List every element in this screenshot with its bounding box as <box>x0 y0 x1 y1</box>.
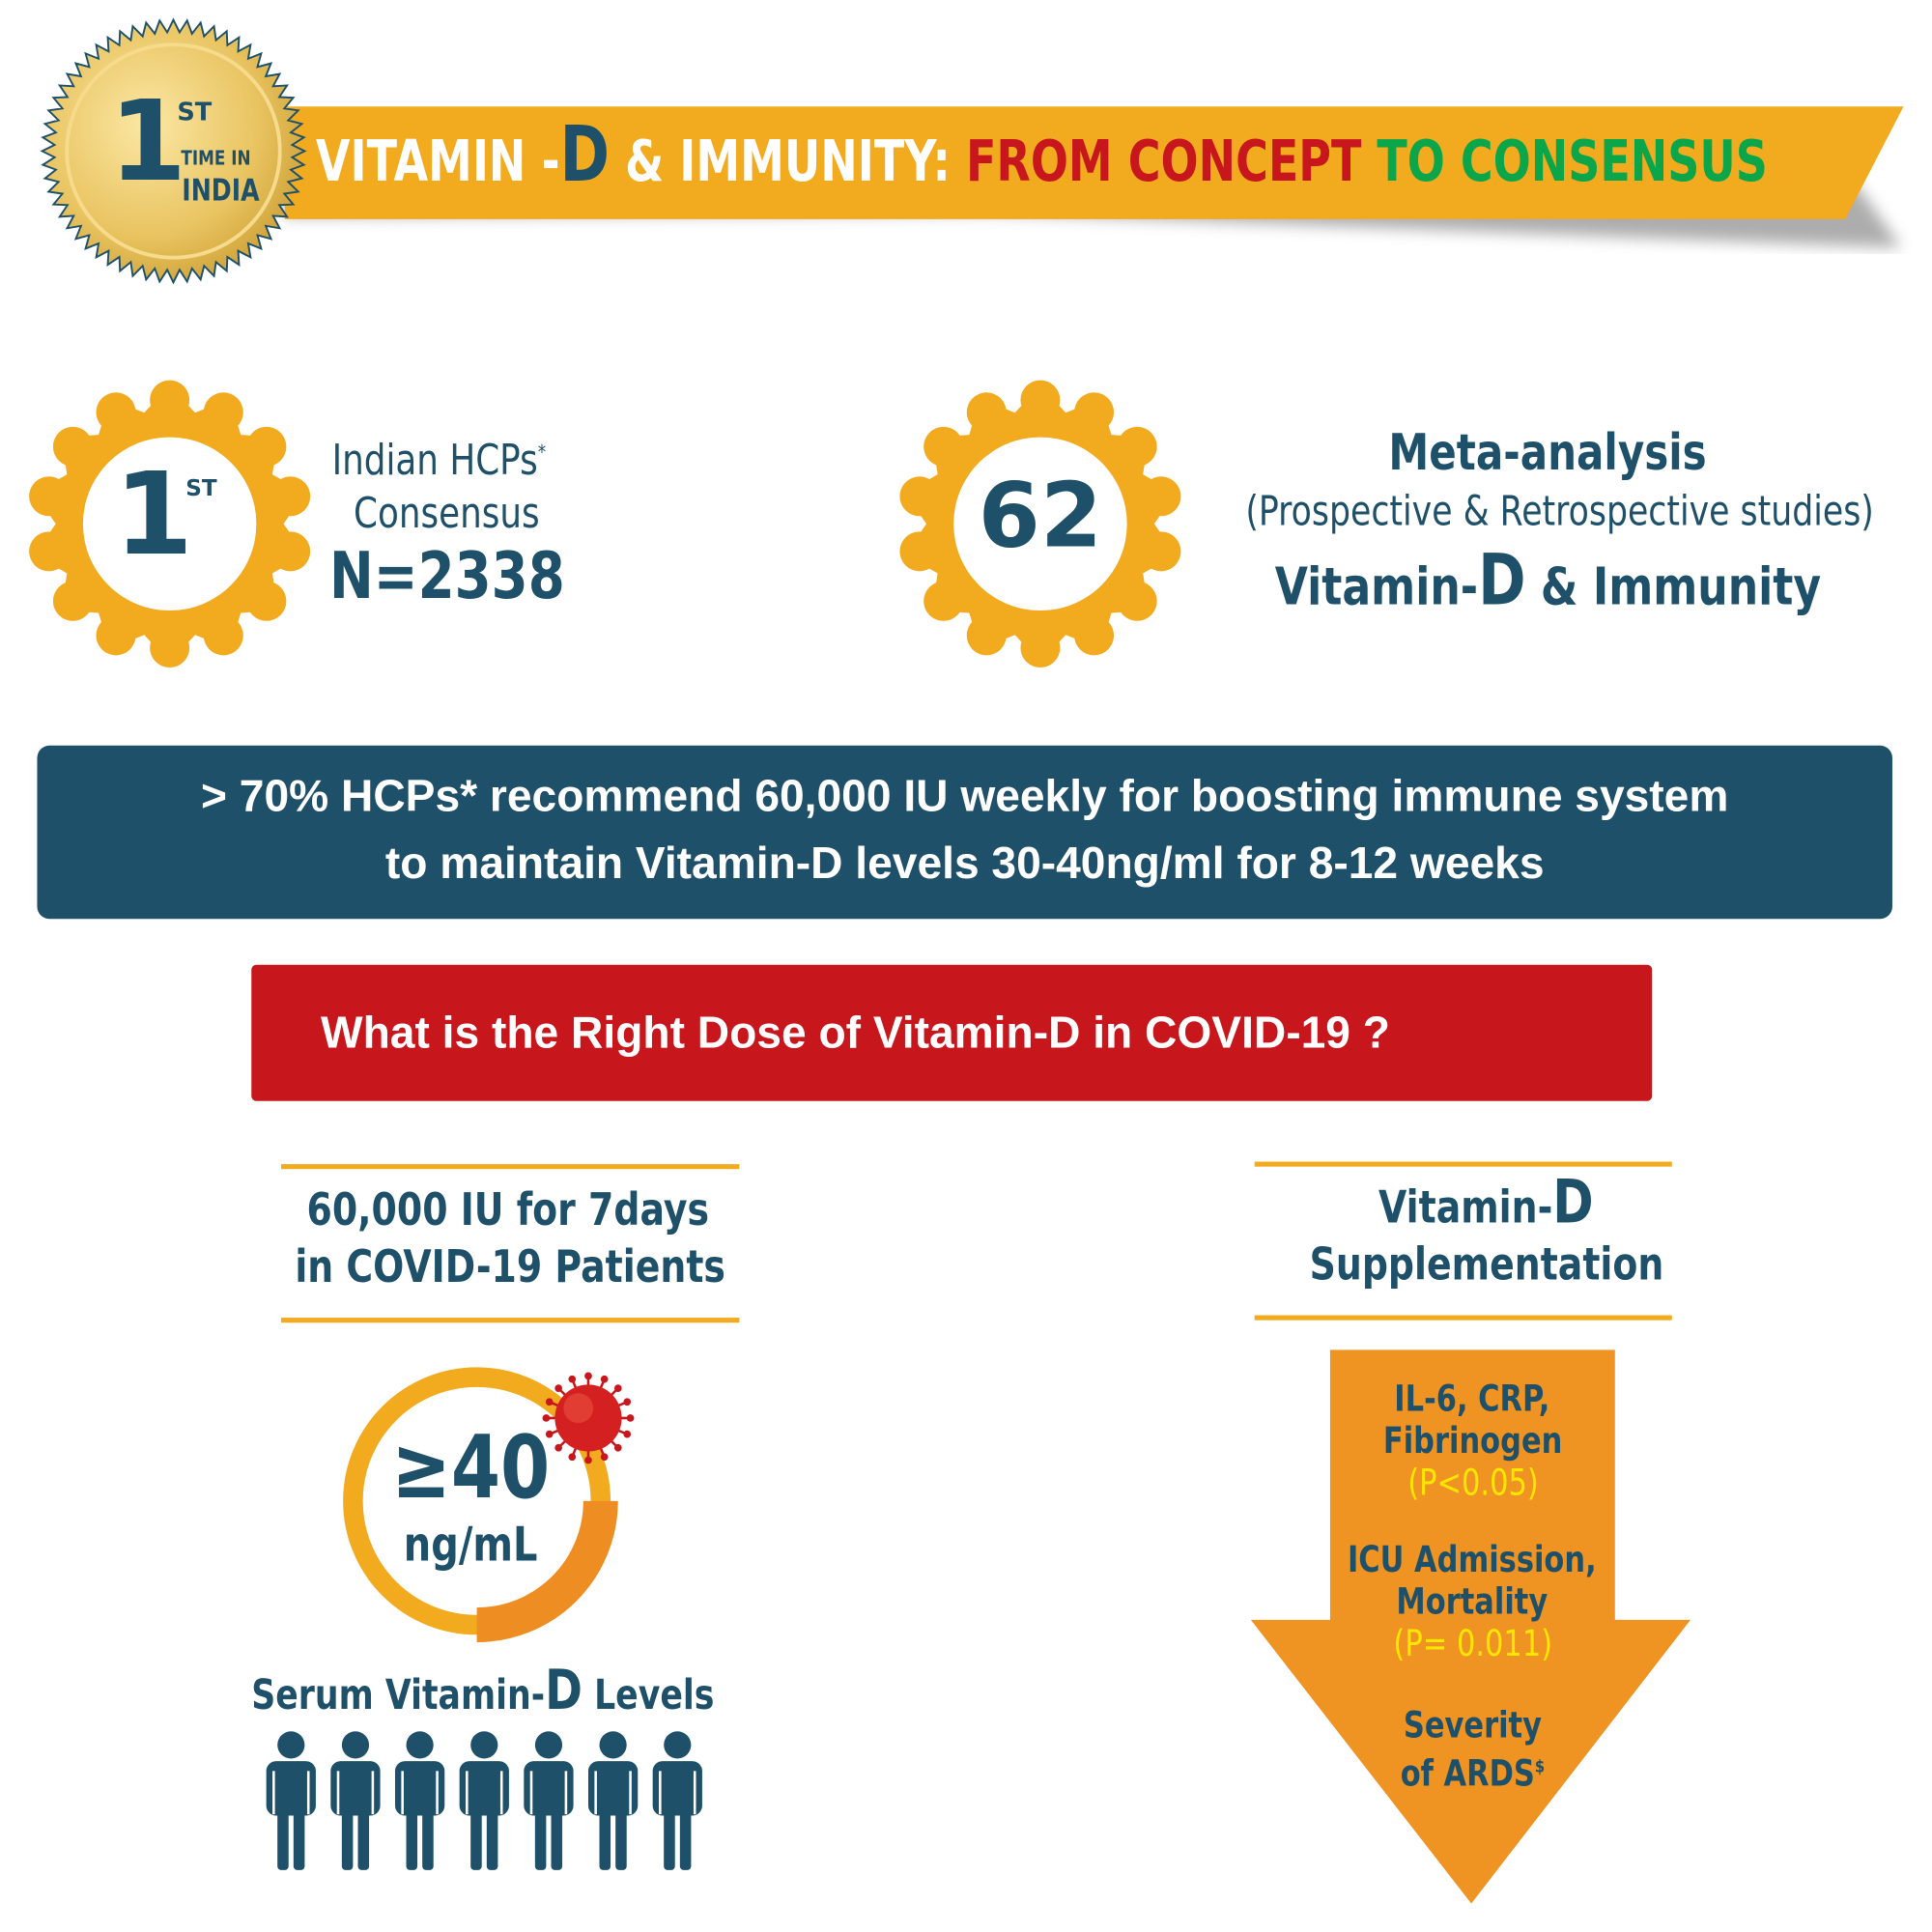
serum-unit: ng/mL <box>403 1517 538 1572</box>
seal-line1: TIME IN <box>181 146 251 170</box>
title-banner-graphic <box>284 106 1904 248</box>
question-box: What is the Right Dose of Vitamin-D in C… <box>251 964 1653 1101</box>
question-text: What is the Right Dose of Vitamin-D in C… <box>321 1007 1390 1058</box>
serum-value: ≥40 <box>391 1416 551 1519</box>
outcome-item: ICU Admission, Mortality (P= 0.011) <box>1348 1538 1598 1665</box>
divider <box>281 1164 740 1170</box>
divider <box>1254 1161 1672 1167</box>
person-icon <box>459 1731 509 1870</box>
gear-badge-1st <box>29 380 311 668</box>
person-icon <box>652 1731 702 1870</box>
supplementation-heading: Vitamin-D Supplementation <box>1309 1167 1663 1291</box>
title-banner <box>284 106 1904 219</box>
person-icon <box>394 1731 445 1870</box>
stat1-label: Indian HCPs* <box>331 436 547 486</box>
person-icon <box>266 1731 316 1870</box>
divider <box>281 1318 740 1323</box>
recommendation-line2: to maintain Vitamin-D levels 30-40ng/ml … <box>384 837 1545 889</box>
seal-superscript: ST <box>177 96 213 127</box>
divider <box>1254 1315 1672 1321</box>
stat2-topic: Vitamin-D & Immunity <box>1274 539 1822 622</box>
recommendation-line1: > 70% HCPs* recommend 60,000 IU weekly f… <box>201 770 1729 821</box>
gear2-number: 62 <box>978 463 1103 568</box>
person-icon <box>330 1731 381 1870</box>
gear1-superscript: ST <box>185 475 217 502</box>
outcome-item: IL-6, CRP, Fibrinogen (P<0.05) <box>1382 1377 1563 1504</box>
stat1-label2: Consensus <box>354 489 541 539</box>
page-title: VITAMIN -D & IMMUNITY: FROM CONCEPT TO C… <box>315 108 1768 200</box>
gear1-number: 1 <box>113 448 194 582</box>
seal-number: 1 <box>108 76 187 208</box>
seal-line2: INDIA <box>182 173 260 209</box>
person-icon <box>524 1731 574 1870</box>
outcome-item: Severity of ARDS$ <box>1400 1704 1546 1795</box>
first-time-seal <box>40 17 307 285</box>
dose-heading: 60,000 IU for 7days in COVID-19 Patients <box>295 1184 725 1293</box>
stat2-title: Meta-analysis <box>1388 424 1708 482</box>
serum-caption: Serum Vitamin-D Levels <box>251 1658 715 1723</box>
stat1-count: N=2338 <box>329 539 565 614</box>
gear-badges <box>29 380 1181 668</box>
gear-badge-62 <box>899 380 1181 668</box>
stat2-subtitle: (Prospective & Retrospective studies) <box>1245 486 1874 535</box>
recommendation-box: > 70% HCPs* recommend 60,000 IU weekly f… <box>37 745 1892 920</box>
person-icon <box>587 1731 639 1870</box>
